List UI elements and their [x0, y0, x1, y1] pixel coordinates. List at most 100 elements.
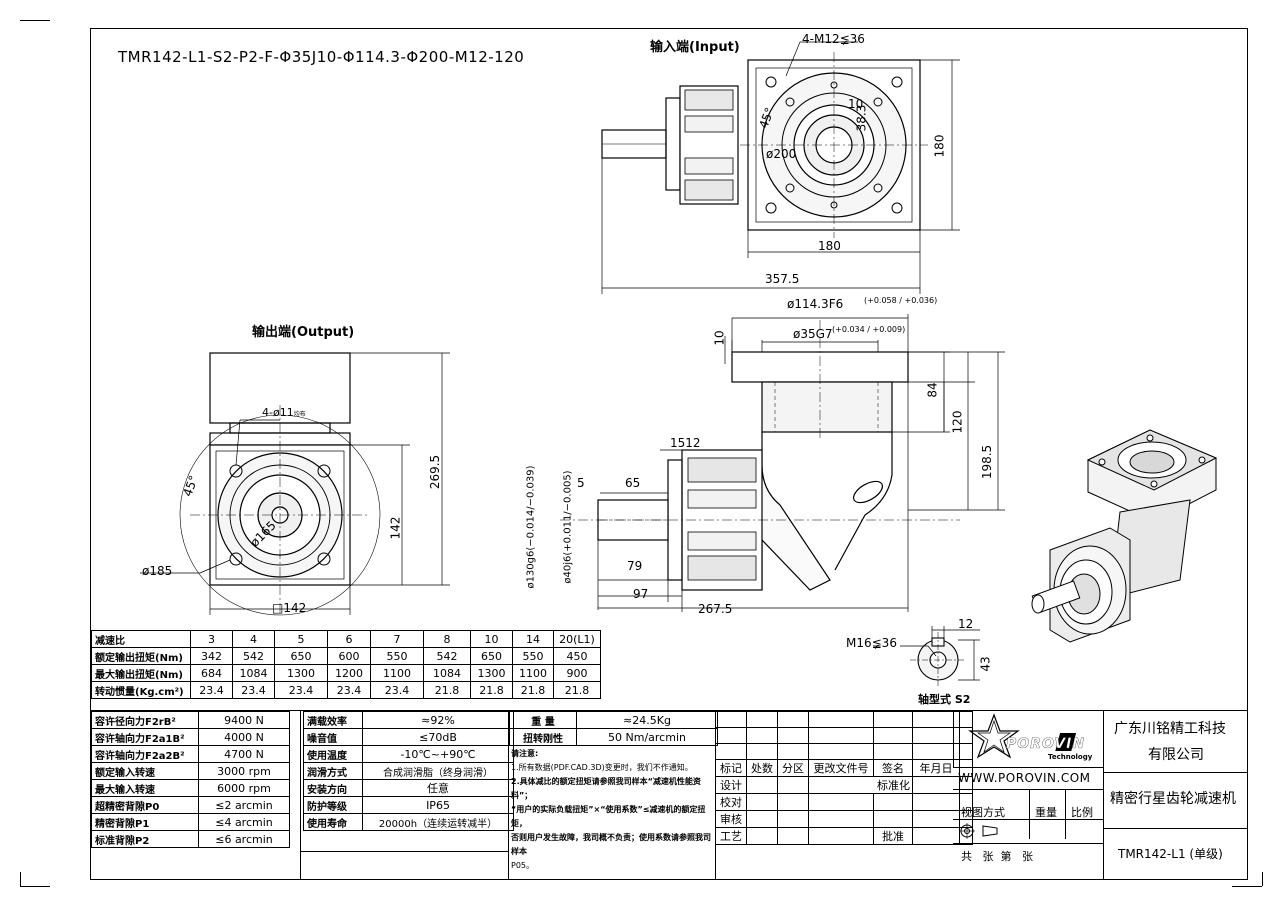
spec-label: 润滑方式	[303, 762, 363, 780]
label-approve: 批准	[873, 827, 913, 845]
label-craft: 工艺	[715, 827, 747, 845]
corner-mark-bl2	[20, 886, 50, 887]
dim-sq142: □142	[272, 601, 307, 615]
dim-200: ø200	[766, 147, 797, 161]
dim-f35-tol: (+0.034 / +0.009)	[832, 325, 906, 334]
spec-label: 超精密背隙P0	[91, 796, 199, 814]
dim-357: 357.5	[765, 272, 800, 286]
dim-out-holes: 4-ø11均布	[262, 407, 306, 418]
tb-line-h1	[953, 767, 1103, 768]
ratio-cell: 550	[512, 647, 554, 665]
shaft-type-label: 轴型式 S2	[918, 693, 971, 706]
ratio-cell: 7	[370, 630, 424, 648]
weight-label: 重 量	[509, 711, 577, 729]
output-view-drawing	[140, 352, 450, 616]
ratio-row: 最大输出扭矩(Nm) 684 1084 1300 1200 1100 1084 …	[91, 664, 601, 682]
tb-line-v-a	[1029, 789, 1030, 839]
porovin-logo-icon	[968, 713, 1077, 759]
ratio-cell: 542	[423, 647, 471, 665]
brand-subtitle: Technology	[1048, 753, 1093, 761]
stiffness-value: 50 Nm/arcmin	[576, 728, 718, 746]
ratio-cell: 23.4	[232, 681, 275, 699]
label-check: 校对	[715, 793, 747, 811]
dim-f114-tol: (+0.058 / +0.036)	[864, 296, 938, 305]
ratio-cell: 21.8	[423, 681, 471, 699]
table-border-mid-bottom	[300, 851, 508, 852]
ratio-cell: 650	[274, 647, 328, 665]
table-border-v2	[508, 710, 509, 880]
ratio-cell: 6	[327, 630, 371, 648]
spec-value: 4700 N	[198, 745, 290, 763]
output-view-title: 输出端(Output)	[252, 325, 355, 340]
spec-label: 噪音值	[303, 728, 363, 746]
isometric-view	[1031, 429, 1218, 643]
dim-out-holes-note: 均布	[293, 411, 306, 418]
dim-180-width: 180	[818, 239, 841, 253]
ratio-cell: 450	[553, 647, 601, 665]
spec-value: ≤70dB	[362, 728, 514, 746]
dim-120: 120	[950, 410, 965, 434]
company-name-2: 有限公司	[1148, 747, 1204, 763]
table-border-v1	[300, 710, 301, 880]
ratio-cell: 14	[512, 630, 554, 648]
ratio-row: 额定输出扭矩(Nm) 342 542 650 600 550 542 650 5…	[91, 647, 601, 665]
label-review: 审核	[715, 810, 747, 828]
ratio-cell: 1300	[470, 664, 513, 682]
company-name: 广东川铭精工科技	[1114, 721, 1226, 737]
ratio-cell: 1300	[274, 664, 328, 682]
ratio-cell: 10	[470, 630, 513, 648]
dim-1512: 1512	[670, 436, 701, 450]
rev-header-doc: 更改文件号	[808, 759, 874, 777]
dim-130: ø130g6(−0.014/−0.039)	[525, 465, 537, 589]
ratio-row-label: 额定输出扭矩(Nm)	[91, 647, 191, 665]
model-code: TMR142-L1-S2-P2-F-Φ35J10-Φ114.3-Φ200-M12…	[118, 48, 525, 66]
spec-value: ≈92%	[362, 711, 514, 729]
ratio-cell: 900	[553, 664, 601, 682]
tb-line-h2	[953, 789, 1103, 790]
label-design: 设计	[715, 776, 747, 794]
ratio-cell: 21.8	[512, 681, 554, 699]
ratio-cell: 5	[274, 630, 328, 648]
dim-142: 142	[388, 516, 403, 540]
rev-header-count: 处数	[746, 759, 778, 777]
brand-name: POROVIN	[1006, 736, 1086, 752]
note-line: 1.所有数据(PDF.CAD.3D)变更时，我们不作通知。	[511, 763, 693, 772]
dim-38: 38.3	[854, 104, 869, 132]
website: WWW.POROVIN.COM	[958, 771, 1091, 785]
spec-label: 容许轴向力F2a2B²	[91, 745, 199, 763]
projection-symbol-icon	[959, 823, 998, 839]
spec-value: 6000 rpm	[198, 779, 290, 797]
dim-269: 269.5	[428, 454, 443, 490]
ratio-cell: 20(L1)	[553, 630, 601, 648]
ratio-row: 减速比 3 4 5 6 7 8 10 14 20(L1)	[91, 630, 601, 648]
spec-label: 安装方向	[303, 779, 363, 797]
dim-180-height: 180	[932, 134, 947, 158]
ratio-row-label: 减速比	[91, 630, 191, 648]
tb-line-h3	[953, 819, 1103, 820]
ratio-cell: 23.4	[327, 681, 371, 699]
rev-header-date: 年月日	[912, 759, 960, 777]
spec-value: 4000 N	[198, 728, 290, 746]
note-line: “用户的实际负载扭矩”×“使用系数”≤减速机的额定扭矩，	[511, 805, 706, 828]
spec-label: 使用寿命	[303, 813, 363, 831]
dim-input-holes: 4-M12≨36	[802, 32, 865, 46]
drawing-frame	[90, 28, 1248, 880]
spec-value: ≤2 arcmin	[198, 796, 290, 814]
spec-label: 防护等级	[303, 796, 363, 814]
scale-header: 比例	[1071, 806, 1093, 819]
dim-185: ø185	[142, 564, 173, 578]
note-line: 2.具体减比的额定扭矩请参照我司样本“减速机性能资料”；	[511, 777, 701, 800]
revision-grid: 标记 处数 分区 更改文件号 签名 年月日 设计 标准化 校对 审核 工艺批准	[715, 711, 973, 845]
spec-value: -10℃~+90℃	[362, 745, 514, 763]
view-mode-label: 视图方式	[961, 806, 1005, 819]
notes-box: 请注意: 1.所有数据(PDF.CAD.3D)变更时，我们不作通知。 2.具体减…	[509, 747, 714, 870]
ratio-row-label: 转动惯量(Kg.cm²)	[91, 681, 191, 699]
tb-line-h4	[953, 843, 1103, 844]
spec-label: 容许径向力F2rB²	[91, 711, 199, 729]
ratio-cell: 3	[190, 630, 233, 648]
ratio-cell: 8	[423, 630, 471, 648]
ratio-cell: 1084	[232, 664, 275, 682]
sheet-count: 共 张 第 张	[961, 850, 1033, 863]
